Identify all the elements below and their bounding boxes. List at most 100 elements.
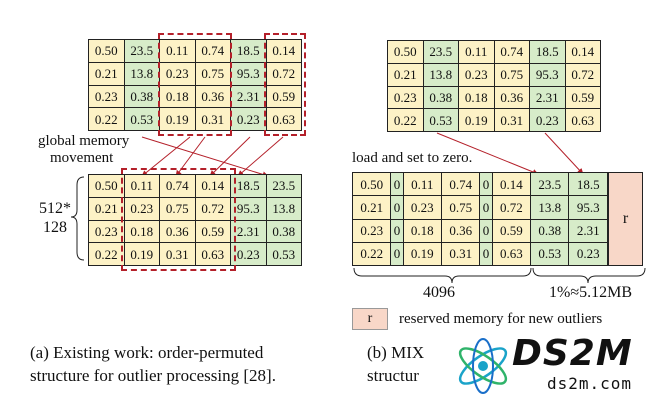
matrix-cell: 0.23 xyxy=(230,242,267,266)
matrix-cell: 0.31 xyxy=(194,107,231,131)
matrix-cell: 13.8 xyxy=(422,62,459,87)
watermark-url: ds2m.com xyxy=(547,374,633,393)
matrix-cell: 0.63 xyxy=(564,108,601,132)
matrix-cell: 0.50 xyxy=(88,39,125,63)
matrix-cell: 0.74 xyxy=(159,174,196,198)
matrix-cell: 0.31 xyxy=(441,241,481,267)
watermark-logo: DS2M ds2m.com xyxy=(452,333,667,399)
matrix-cell: 0.38 xyxy=(265,219,302,244)
matrix-cell: 0.59 xyxy=(265,84,302,109)
matrix-cell: 0 xyxy=(479,218,493,243)
matrix-cell: 0.21 xyxy=(387,62,424,87)
matrix-cell: 0.18 xyxy=(402,218,443,243)
matrix-cell: 0.72 xyxy=(564,62,601,87)
matrix-cell: 0.38 xyxy=(123,84,160,109)
matrix-cell: 0.75 xyxy=(441,195,481,220)
matrix-cell: 0.63 xyxy=(491,241,532,267)
matrix-cell: 0.18 xyxy=(458,85,495,110)
matrix-cell: 0.23 xyxy=(568,241,608,267)
matrix-cell: 0.75 xyxy=(194,61,231,86)
matrix-cell: 0.14 xyxy=(194,174,231,198)
matrix-cell: 23.5 xyxy=(422,40,459,64)
caption-a: (a) Existing work: order-permuted struct… xyxy=(30,343,276,385)
atom-icon xyxy=(458,338,508,394)
matrix-cell: 0.74 xyxy=(493,40,530,64)
matrix-cell: 0.22 xyxy=(88,107,125,131)
matrix-cell: 0.14 xyxy=(564,40,601,64)
matrix-cell: 13.8 xyxy=(265,196,302,221)
load-label: load and set to zero. xyxy=(352,150,473,166)
load-arrow xyxy=(544,132,584,175)
reserved-memory-block: r xyxy=(608,172,643,266)
matrix-cell: 95.3 xyxy=(230,196,267,221)
matrix-cell: 0.23 xyxy=(351,218,392,243)
legend-text: reserved memory for new outliers xyxy=(399,311,603,327)
panel-a-highlight-box xyxy=(158,33,232,136)
matrix-cell: 0.63 xyxy=(265,107,302,131)
matrix-cell: 23.5 xyxy=(123,39,160,63)
matrix-cell: 0.11 xyxy=(402,171,443,197)
matrix-cell: 0.23 xyxy=(230,107,267,131)
matrix-cell: 0.23 xyxy=(159,61,196,86)
matrix-cell: 0.72 xyxy=(265,61,302,86)
matrix-cell: 95.3 xyxy=(568,195,608,220)
matrix-cell: 13.8 xyxy=(123,61,160,86)
matrix-cell: 0.59 xyxy=(194,219,231,244)
panel-a-target-highlight-box xyxy=(121,168,236,271)
height-brace xyxy=(70,176,85,261)
matrix-cell: 0.11 xyxy=(159,39,196,63)
matrix-cell: 0 xyxy=(390,241,404,267)
matrix-cell: 0.59 xyxy=(491,218,532,243)
matrix-cell: 0.14 xyxy=(491,171,532,197)
matrix-cell: 0.23 xyxy=(529,108,566,132)
reserved-size-label: 1%≈5.12MB xyxy=(549,284,633,301)
matrix-cell: 0.18 xyxy=(159,84,196,109)
panel-a-highlight-box xyxy=(264,33,306,136)
matrix-cell: 0.11 xyxy=(458,40,495,64)
matrix-cell: 0.53 xyxy=(422,108,459,132)
matrix-cell: 23.5 xyxy=(530,171,570,197)
matrix-cell: 0.22 xyxy=(351,241,392,267)
matrix-cell: 0.59 xyxy=(564,85,601,110)
matrix-cell: 0.19 xyxy=(402,241,443,267)
dimension-label: 512* 128 xyxy=(39,200,71,236)
watermark-word: DS2M xyxy=(512,333,633,374)
matrix-cell: 0.50 xyxy=(88,174,125,198)
matrix-cell: 0.19 xyxy=(458,108,495,132)
load-arrow xyxy=(436,132,539,175)
width-brace-4096 xyxy=(353,267,532,284)
matrix-cell: 23.5 xyxy=(265,174,302,198)
matrix-cell: 0 xyxy=(479,241,493,267)
matrix-cell: 0.72 xyxy=(194,196,231,221)
matrix-cell: 0.63 xyxy=(194,242,231,266)
matrix-cell: 0.50 xyxy=(351,171,392,197)
matrix-cell: 0.14 xyxy=(265,39,302,63)
matrix-cell: 0.38 xyxy=(422,85,459,110)
matrix-cell: 0 xyxy=(390,171,404,197)
matrix-cell: 13.8 xyxy=(530,195,570,220)
matrix-cell: 0.21 xyxy=(88,61,125,86)
matrix-cell: 0 xyxy=(390,218,404,243)
matrix-cell: 0.23 xyxy=(88,219,125,244)
matrix-cell: 2.31 xyxy=(529,85,566,110)
matrix-cell: 0.38 xyxy=(530,218,570,243)
matrix-cell: 2.31 xyxy=(230,219,267,244)
legend-swatch: r xyxy=(352,308,388,330)
matrix-cell: 0.74 xyxy=(194,39,231,63)
matrix-cell: 2.31 xyxy=(230,84,267,109)
matrix-cell: 0.75 xyxy=(493,62,530,87)
matrix-cell: 0.21 xyxy=(351,195,392,220)
matrix-cell: 0.31 xyxy=(493,108,530,132)
